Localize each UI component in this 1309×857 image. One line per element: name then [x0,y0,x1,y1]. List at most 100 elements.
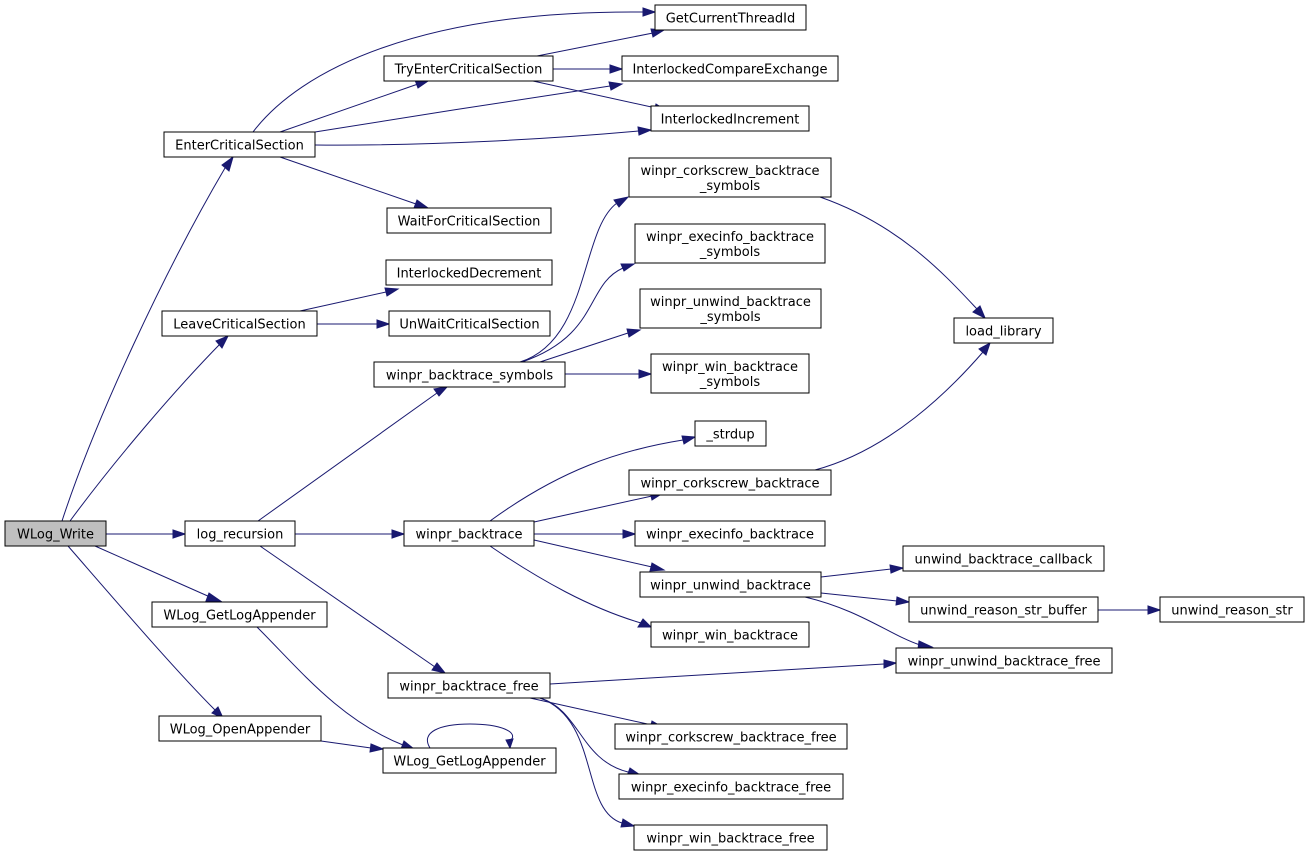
edge-log-recursion-to-winpr-backtrace-free [259,545,447,674]
edge-line [252,11,644,133]
node-winpr-unwind-backtrace[interactable]: winpr_unwind_backtrace [639,571,822,598]
node-box [388,310,551,337]
node-winpr-execinfo-backtrace-symbols[interactable]: winpr_execinfo_backtrace_symbols [634,223,826,264]
edge-wlog-write-to-log-recursion [106,529,187,539]
edge-winpr-backtrace-free-to-winpr-unwind-backtrace-free [549,659,898,685]
node-enter-cs[interactable]: EnterCriticalSection [163,131,316,158]
edge-enter-cs-to-interlocked-increment [314,126,653,146]
node-label: GetCurrentThreadId [666,12,796,27]
edge-line [314,85,611,133]
node-label: winpr_execinfo_backtrace [646,528,814,543]
edge-winpr-backtrace-symbols-to-winpr-execinfo-backtrace-symbols [521,263,636,363]
edge-wlog-openappender-to-wlog-getlogappender-priv [320,740,385,753]
node-winpr-unwind-backtrace-free[interactable]: winpr_unwind_backtrace_free [895,647,1113,674]
node-winpr-win-backtrace[interactable]: winpr_win_backtrace [650,621,810,648]
edge-winpr-backtrace-symbols-to-winpr-unwind-backtrace-symbols [539,328,642,363]
node-unwind-reason-str-buffer[interactable]: unwind_reason_str_buffer [908,596,1099,623]
node-strdup[interactable]: _strdup [694,420,767,447]
node-winpr-corkscrew-backtrace-free[interactable]: winpr_corkscrew_backtrace_free [614,723,848,750]
node-box [650,105,810,132]
nodes-layer: WLog_Write EnterCriticalSectionLeaveCriti… [4,4,1305,851]
node-leave-cs[interactable]: LeaveCriticalSection [161,310,318,337]
node-label: LeaveCriticalSection [173,318,305,333]
arrowhead-icon [376,319,391,329]
edge-line [279,156,417,205]
node-wlog-openappender[interactable]: WLog_OpenAppender [158,715,322,742]
arrowhead-icon [431,662,447,674]
node-unwait-cs[interactable]: UnWaitCriticalSection [388,310,551,337]
node-winpr-win-backtrace-symbols[interactable]: winpr_win_backtrace_symbols [650,353,810,394]
arrowhead-icon [637,126,653,136]
node-wait-for-cs[interactable]: WaitForCriticalSection [386,207,552,234]
edge-log-recursion-to-winpr-backtrace-symbols [257,386,449,522]
node-winpr-corkscrew-backtrace[interactable]: winpr_corkscrew_backtrace [628,469,832,496]
edge-line [427,723,513,749]
node-unwind-backtrace-callback[interactable]: unwind_backtrace_callback [902,545,1105,572]
node-interlocked-increment[interactable]: InterlockedIncrement [650,105,810,132]
node-winpr-backtrace-free[interactable]: winpr_backtrace_free [387,672,551,699]
node-label: WLog_GetLogAppender [393,755,546,770]
node-box [694,420,767,447]
edge-try-enter-cs-to-get-current-thread-id [536,28,666,57]
node-wlog-getlogappender-priv[interactable]: WLog_GetLogAppender [382,747,557,774]
node-winpr-execinfo-backtrace[interactable]: winpr_execinfo_backtrace [634,520,826,547]
node-box [654,4,807,31]
arrowhead-icon [413,199,430,209]
node-try-enter-cs[interactable]: TryEnterCriticalSection [383,55,554,82]
node-winpr-unwind-backtrace-symbols[interactable]: winpr_unwind_backtrace_symbols [639,288,822,329]
node-winpr-corkscrew-backtrace-symbols[interactable]: winpr_corkscrew_backtrace_symbols [628,157,832,198]
node-get-current-thread-id[interactable]: GetCurrentThreadId [654,4,807,31]
node-box [614,723,848,750]
edge-line [67,545,216,711]
node-label: _symbols [699,375,760,390]
node-box [634,520,826,547]
node-box [634,223,826,264]
node-box [373,361,566,388]
arrowhead-icon [391,529,406,539]
arrowhead-icon [972,305,986,320]
arrowhead-icon [172,529,187,539]
node-label: _strdup [705,428,754,443]
edge-winpr-backtrace-to-winpr-win-backtrace [489,545,653,628]
node-winpr-execinfo-backtrace-free[interactable]: winpr_execinfo_backtrace_free [618,773,844,800]
edge-line [259,545,436,668]
arrowhead-icon [978,341,991,356]
node-box [163,131,316,158]
arrowhead-icon [505,738,514,750]
edge-line [489,545,642,624]
arrowhead-icon [883,659,898,669]
node-box [382,747,557,774]
node-log-recursion[interactable]: log_recursion [184,520,296,547]
node-interlocked-compare-exchange[interactable]: InterlockedCompareExchange [621,55,839,82]
arrowhead-icon [626,328,642,338]
edge-line [533,539,653,568]
edge-enter-cs-to-try-enter-cs [279,79,430,133]
arrowhead-icon [681,435,697,445]
node-box [383,55,554,82]
node-unwind-reason-str[interactable]: unwind_reason_str [1159,596,1305,623]
node-winpr-win-backtrace-free[interactable]: winpr_win_backtrace_free [633,824,828,851]
node-label: WaitForCriticalSection [398,215,541,230]
arrowhead-icon [620,263,636,272]
edge-winpr-backtrace-symbols-to-winpr-win-backtrace-symbols [565,369,653,379]
node-winpr-backtrace[interactable]: winpr_backtrace [403,520,535,547]
node-box [895,647,1113,674]
edge-line [521,267,624,363]
node-label: winpr_unwind_backtrace [650,295,811,310]
edge-wlog-write-to-leave-cs [69,335,230,522]
node-wlog-write[interactable]: WLog_Write [4,520,107,547]
node-load-library[interactable]: load_library [953,317,1054,344]
edge-wlog-getlogappender-priv-to-wlog-getlogappender-priv [427,723,514,750]
node-box [628,469,832,496]
edge-line [539,332,629,363]
node-label: winpr_execinfo_backtrace [646,230,814,245]
node-interlocked-decrement[interactable]: InterlockedDecrement [385,259,553,286]
node-winpr-backtrace-symbols[interactable]: winpr_backtrace_symbols [373,361,566,388]
arrowhead-icon [205,592,224,603]
node-label: unwind_reason_str_buffer [920,604,1087,619]
node-wlog-getlogappender-pub[interactable]: WLog_GetLogAppender [151,601,328,628]
edge-winpr-unwind-backtrace-to-unwind-reason-str-buffer [820,592,911,606]
edge-line [489,439,684,522]
edge-winpr-backtrace-to-winpr-corkscrew-backtrace [533,491,665,523]
arrowhead-icon [642,7,657,17]
